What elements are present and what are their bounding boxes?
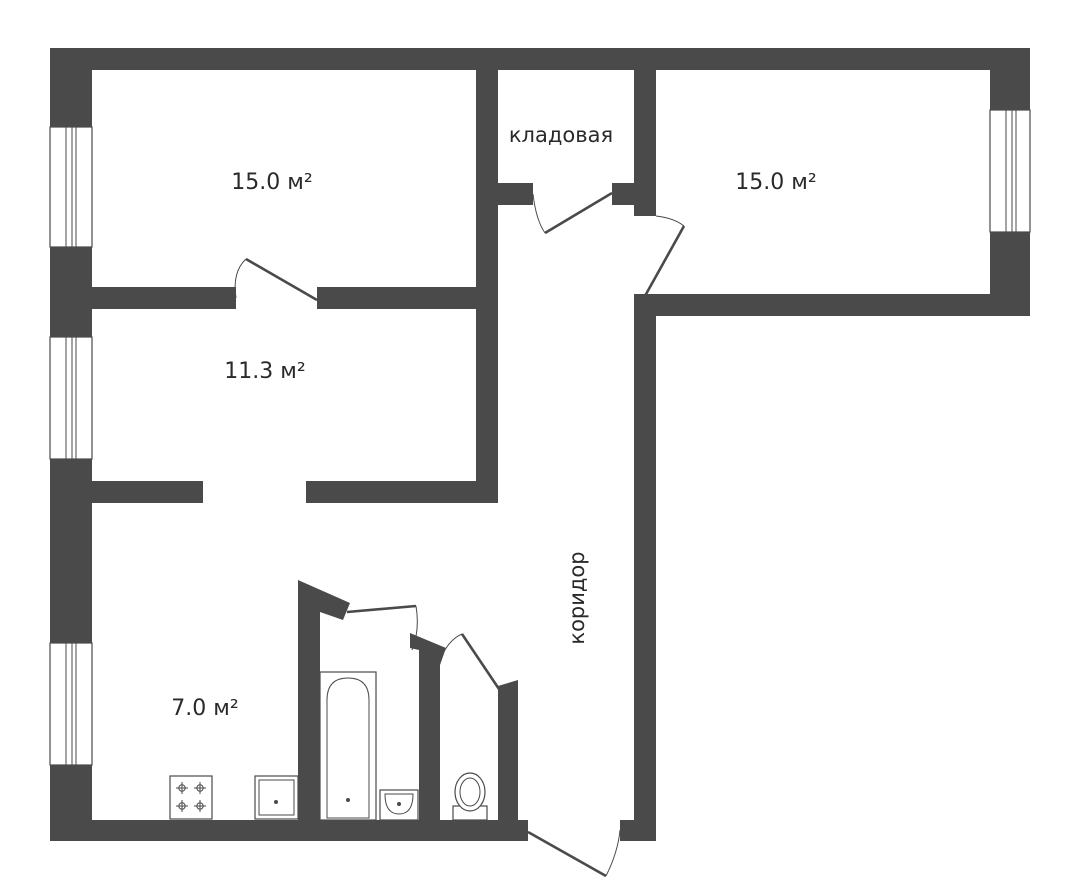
kitchen-sink-icon	[254, 775, 299, 820]
door-storage	[532, 191, 613, 235]
room-middle-left-area: 11.3 м²	[224, 359, 305, 384]
bathtub-icon	[319, 671, 377, 821]
door-toilet	[439, 633, 503, 693]
window-bottom-left	[49, 642, 93, 766]
door-entrance	[527, 829, 621, 878]
door-room-top-right	[643, 215, 686, 297]
windows	[49, 109, 1031, 766]
outer-walls	[50, 48, 1030, 841]
door-bathroom	[346, 604, 418, 651]
bathroom-sink-icon	[379, 789, 419, 821]
stove-icon	[169, 775, 213, 820]
doors	[234, 191, 686, 878]
room-top-left-area: 15.0 м²	[231, 170, 312, 195]
window-top-right	[989, 109, 1031, 233]
corridor-label: коридор	[565, 551, 589, 644]
storage-label: кладовая	[509, 123, 613, 147]
toilet-icon	[452, 772, 488, 821]
inner-walls	[92, 48, 656, 820]
fixtures	[169, 671, 488, 821]
door-room-top-left	[234, 257, 318, 302]
room-labels: 15.0 м² 15.0 м² 11.3 м² 7.0 м² кладовая …	[171, 123, 816, 721]
room-top-right-area: 15.0 м²	[735, 170, 816, 195]
window-middle-left	[49, 336, 93, 460]
window-top-left	[49, 126, 93, 248]
kitchen-area: 7.0 м²	[171, 696, 238, 721]
